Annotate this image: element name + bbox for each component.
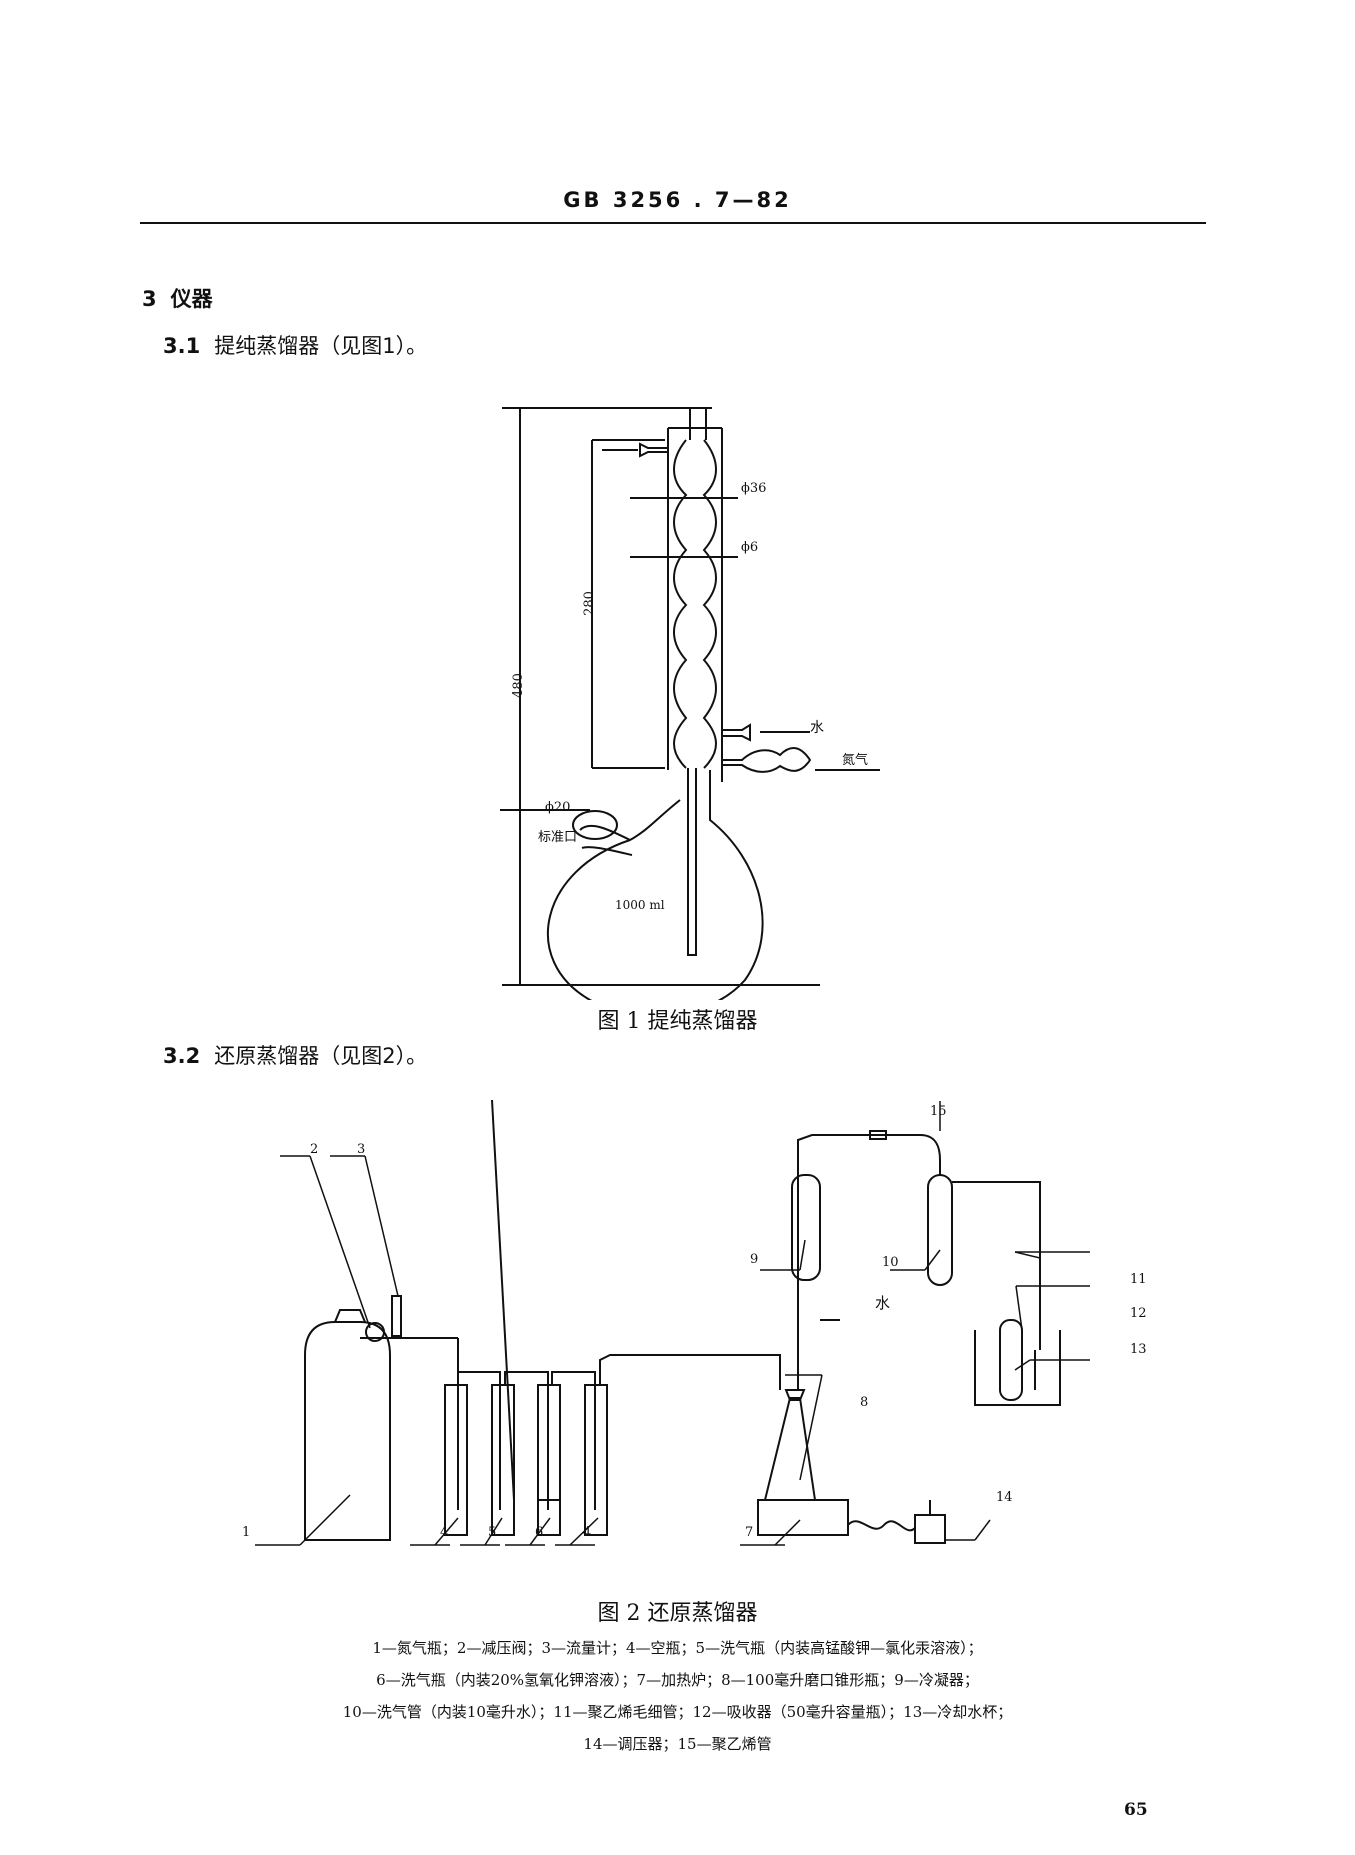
- fig2-number: 6: [535, 1525, 544, 1540]
- fig2-number: 4: [440, 1525, 449, 1540]
- section-text: 还原蒸馏器（见图2）。: [214, 1044, 428, 1068]
- page-number: 65: [1124, 1800, 1148, 1820]
- fig2-number: 12: [1130, 1306, 1147, 1321]
- label-480: 480: [510, 673, 526, 698]
- figure-1-caption: 图 1 提纯蒸馏器: [597, 1009, 758, 1034]
- section-3-1: 3.1 提纯蒸馏器（见图1）。: [163, 330, 427, 360]
- section-number: 3.2: [163, 1044, 201, 1068]
- flowmeter: [391, 1295, 402, 1337]
- wash-bottles: [444, 1100, 781, 1536]
- fig2-number: 9: [750, 1252, 759, 1267]
- fig2-number: 3: [357, 1142, 366, 1157]
- polyethylene-tube-15: [869, 1130, 887, 1140]
- label-volume: 1000 ml: [615, 898, 665, 912]
- figure-2-legend-line: 10—洗气管（内装10毫升水）；11—聚乙烯毛细管；12—吸收器（50毫升容量瓶…: [342, 1703, 1013, 1721]
- fig2-water-label: 水: [875, 1294, 891, 1312]
- label-d20: ϕ20: [545, 800, 571, 815]
- label-water: 水: [810, 720, 824, 736]
- header-rule: [140, 222, 1206, 224]
- fig2-number: 11: [1130, 1272, 1147, 1287]
- voltage-regulator: [914, 1514, 946, 1544]
- section-title: 仪器: [170, 287, 213, 311]
- pressure-gauge: [365, 1322, 385, 1342]
- fig2-number: 14: [996, 1490, 1013, 1505]
- cooling-water-beaker: [974, 1330, 1061, 1406]
- section-3-2: 3.2 还原蒸馏器（见图2）。: [163, 1040, 427, 1070]
- figure-2-legend-line: 1—氮气瓶；2—减压阀；3—流量计；4—空瓶；5—洗气瓶（内装高锰酸钾—氯化汞溶…: [372, 1639, 983, 1657]
- absorber-12: [999, 1319, 1023, 1401]
- figure-2-reduction-still: [255, 1100, 1090, 1546]
- label-d6: ϕ6: [741, 540, 759, 555]
- leader-lines: [255, 1101, 1090, 1546]
- label-standard-port: 标准口: [538, 830, 578, 845]
- figure-2-caption: 图 2 还原蒸馏器: [597, 1601, 758, 1626]
- fig2-number: 4: [583, 1525, 592, 1540]
- fig2-number: 7: [745, 1525, 754, 1540]
- label-nitrogen: 氮气: [842, 753, 869, 768]
- section-number: 3: [142, 287, 157, 311]
- standard-number-header: GB 3256 . 7—82: [563, 188, 792, 212]
- label-280: 280: [581, 591, 597, 616]
- section-number: 3.1: [163, 334, 201, 358]
- fig2-number: 2: [310, 1142, 319, 1157]
- fig2-number: 8: [860, 1395, 869, 1410]
- section-3-heading: 3 仪器: [142, 283, 227, 313]
- figure-2-legend-line: 6—洗气瓶（内装20%氢氧化钾溶液）；7—加热炉；8—100毫升磨口锥形瓶；9—…: [376, 1671, 979, 1689]
- wash-tube-10: [927, 1174, 953, 1286]
- fig2-number: 15: [930, 1104, 947, 1119]
- fig2-number: 5: [488, 1525, 497, 1540]
- fig2-number: 1: [242, 1525, 251, 1540]
- nitrogen-cylinder: [304, 1321, 391, 1541]
- conical-flask: [763, 1397, 817, 1501]
- section-text: 提纯蒸馏器（见图1）。: [214, 334, 428, 358]
- condenser: [791, 1174, 821, 1281]
- figure-2-legend-line: 14—调压器；15—聚乙烯管: [583, 1735, 772, 1753]
- label-d36: ϕ36: [741, 481, 767, 496]
- fig2-number: 10: [882, 1255, 899, 1270]
- figure-1-purification-still: 480: [500, 407, 880, 1000]
- heating-furnace: [757, 1499, 849, 1536]
- fig2-number: 13: [1130, 1342, 1147, 1357]
